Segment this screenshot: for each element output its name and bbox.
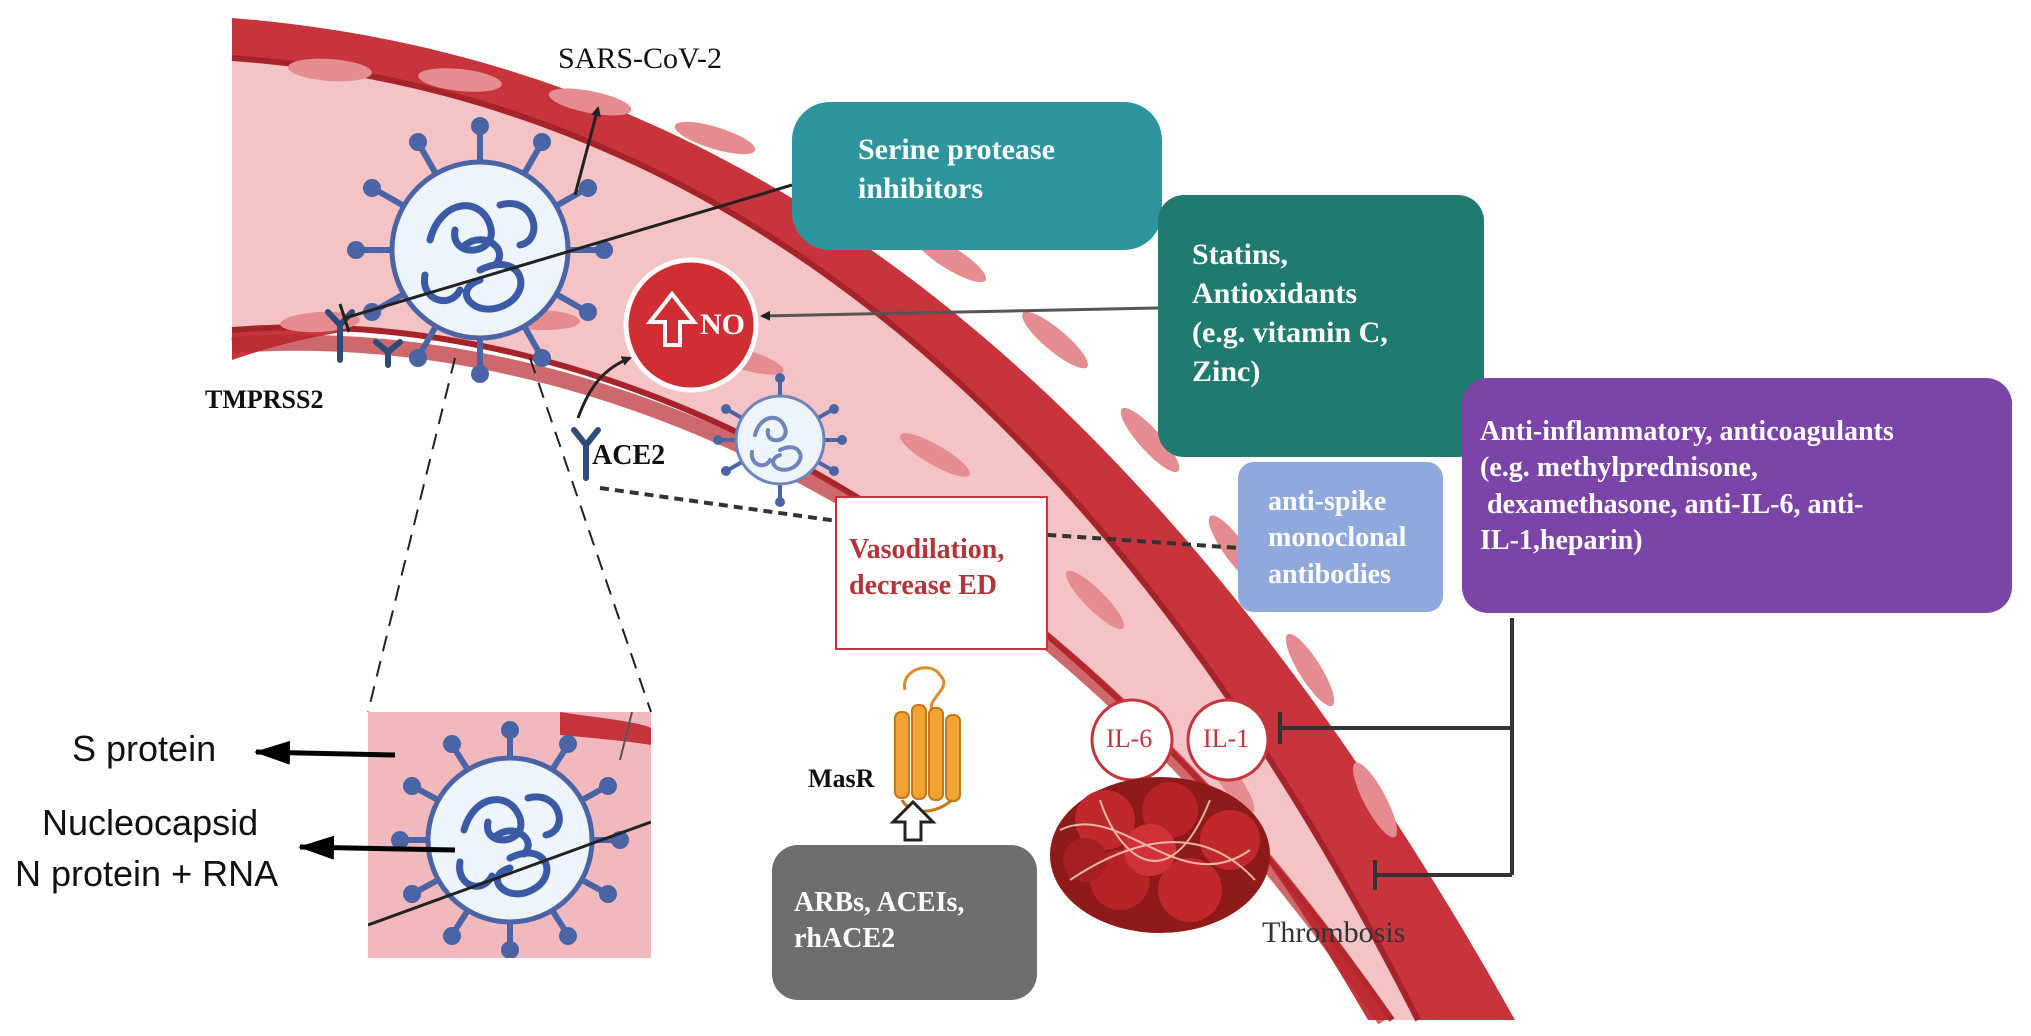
small-virus — [713, 373, 847, 507]
sars-cov-2-label: SARS-CoV-2 — [558, 42, 722, 75]
anti-spike-box-line-3: antibodies — [1268, 558, 1391, 590]
statins-box-line-2: Antioxidants — [1192, 277, 1358, 310]
statins-box-line-3: (e.g. vitamin C, — [1192, 316, 1388, 349]
endothelial-cell — [674, 121, 756, 155]
statins-box-line-4: Zinc) — [1192, 355, 1261, 388]
masr-receptor — [894, 666, 961, 813]
anti-spike-antibodies-box: anti-spike monoclonal antibodies — [1238, 462, 1443, 612]
il6-label: IL-6 — [1106, 724, 1153, 753]
anti-inflammatory-box-line-1: Anti-inflammatory, anticoagulants — [1480, 416, 1894, 447]
endothelial-cell — [418, 68, 502, 92]
sars-cov-2-pointer — [573, 106, 601, 196]
ace2-to-no-arrow — [576, 356, 632, 419]
endothelial-cell — [288, 58, 372, 82]
anti-inflammatory-inhibition-lines — [1278, 618, 1514, 890]
serine-inhibition-line — [344, 183, 793, 320]
anti-inflammatory-box-line-4: IL-1,heparin) — [1480, 525, 1643, 557]
anti-inflammatory-box-line-3: dexamethasone, anti-IL-6, anti- — [1480, 488, 1864, 520]
endothelial-cell — [1065, 570, 1125, 630]
zoom-dashed-line-right — [529, 357, 652, 713]
s-protein-label: S protein — [72, 728, 217, 769]
up-arrow-icon — [645, 290, 699, 347]
arbs-box-line-2: rhACE2 — [794, 923, 896, 955]
tmprss2-label: TMPRSS2 — [205, 385, 324, 414]
endothelial-cell — [548, 88, 632, 116]
s-protein-arrow — [254, 740, 396, 765]
anti-spike-box-line-2: monoclonal — [1268, 522, 1407, 554]
endothelial-cell — [1285, 633, 1335, 707]
vasodilation-box-line-2: decrease ED — [849, 570, 997, 602]
masr-up-arrow-icon — [889, 799, 937, 842]
nucleocapsid-label: Nucleocapsid — [42, 802, 259, 843]
sars-cov-2-virus — [347, 117, 613, 383]
no-label: NO — [700, 308, 745, 341]
anti-spike-dotted-line — [599, 486, 1241, 550]
zoom-inset — [368, 712, 651, 958]
statins-to-no-arrow — [760, 306, 1159, 321]
masr-label: MasR — [808, 764, 875, 793]
vasodilation-box: Vasodilation, decrease ED — [835, 496, 1048, 650]
ace2-label: ACE2 — [592, 440, 666, 471]
il1-circle — [1186, 698, 1270, 782]
no-indicator — [623, 257, 759, 393]
endothelial-cell — [1353, 762, 1397, 838]
endothelial-cell — [1022, 311, 1088, 369]
serine-protease-inhibitors-box: Serine protease inhibitors — [792, 102, 1162, 250]
serine-box-line-2: inhibitors — [858, 172, 984, 205]
serine-box-line-1: Serine protease — [858, 133, 1055, 166]
arbs-box-line-1: ARBs, ACEIs, — [794, 887, 965, 918]
tmprss2-receptor-2 — [373, 339, 403, 368]
anti-spike-box-line-1: anti-spike — [1268, 486, 1387, 517]
thrombosis-clot — [1050, 777, 1270, 933]
il1-label: IL-1 — [1203, 724, 1250, 753]
statins-antioxidants-box: Statins, Antioxidants (e.g. vitamin C, Z… — [1158, 195, 1484, 457]
anti-inflammatory-anticoagulants-box: Anti-inflammatory, anticoagulants (e.g. … — [1462, 378, 2012, 613]
ace2-receptor — [571, 427, 601, 481]
vasodilation-box-line-1: Vasodilation, — [849, 534, 1005, 565]
endothelial-cell — [900, 433, 970, 477]
zoom-dashed-line-left — [367, 357, 456, 713]
arbs-aceis-rhace2-box: ARBs, ACEIs, rhACE2 — [772, 845, 1037, 1000]
n-protein-rna-label: N protein + RNA — [15, 853, 279, 894]
anti-inflammatory-box-line-2: (e.g. methylprednisone, — [1480, 452, 1758, 484]
nucleocapsid-arrow — [298, 835, 456, 860]
thrombosis-label: Thrombosis — [1262, 916, 1406, 949]
statins-box-line-1: Statins, — [1192, 238, 1288, 271]
endothelial-cell — [1120, 407, 1180, 473]
serine-inhibition-cap — [338, 303, 351, 333]
